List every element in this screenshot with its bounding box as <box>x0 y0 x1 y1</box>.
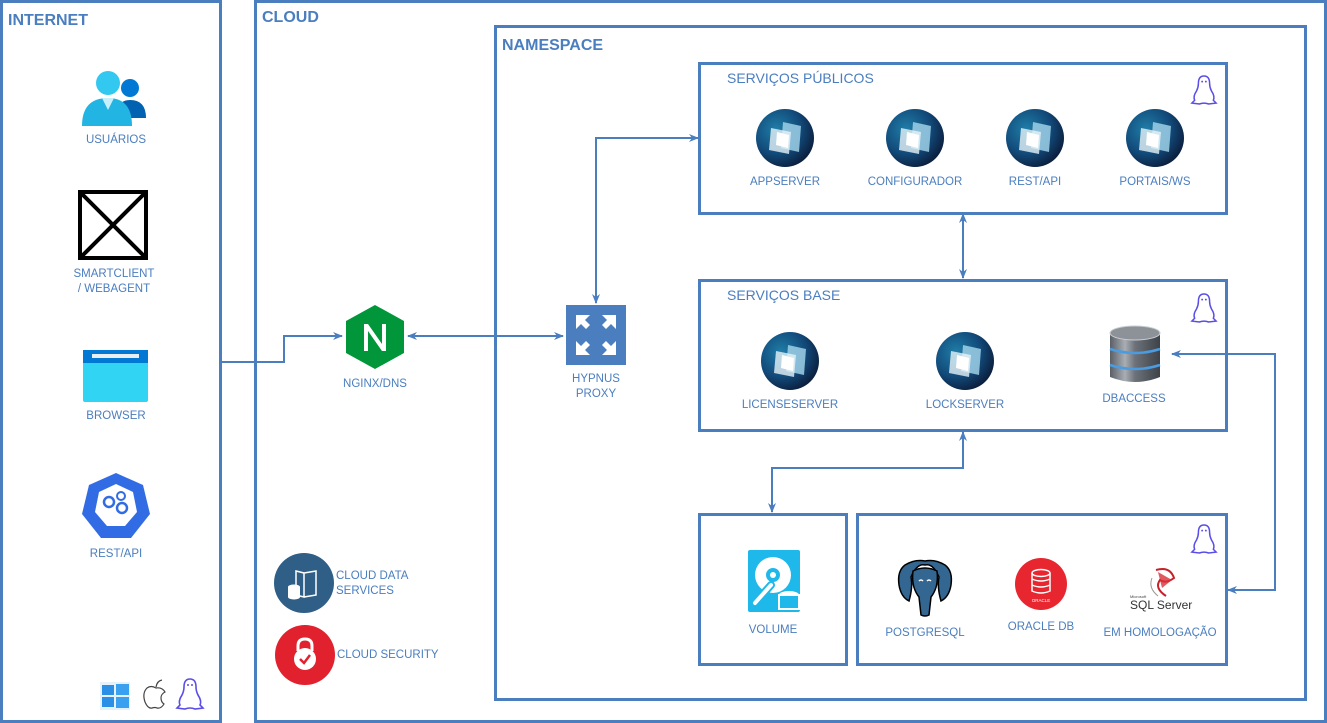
volume-label: VOLUME <box>748 624 798 636</box>
em-homologacao-label: EM HOMOLOGAÇÃO <box>1103 627 1217 639</box>
svg-text:api: api <box>111 517 122 526</box>
volume-panel <box>698 513 848 666</box>
public-service-label: CONFIGURADOR <box>867 176 963 188</box>
cloud-security-label: CLOUD SECURITY <box>337 649 439 661</box>
rest-api-label: REST/API <box>89 548 143 560</box>
totvs-service-icon[interactable] <box>935 331 995 391</box>
namespace-title: NAMESPACE <box>502 37 604 54</box>
linux-icon <box>1190 523 1218 555</box>
databases-panel <box>856 513 1228 666</box>
public-services-panel <box>698 62 1228 215</box>
internet-title: INTERNET <box>8 12 88 29</box>
totvs-service-icon[interactable] <box>755 108 815 168</box>
public-service-label: REST/API <box>1008 176 1062 188</box>
totvs-service-icon[interactable] <box>1125 108 1185 168</box>
cloud-data-services-label-line2: SERVICES <box>336 585 394 597</box>
public-services-title: SERVIÇOS PÚBLICOS <box>727 70 874 86</box>
browser-icon[interactable] <box>83 350 148 402</box>
smartclient-label: SMARTCLIENT / WEBAGENT <box>56 267 172 297</box>
smartclient-label-line1: SMARTCLIENT <box>73 268 155 280</box>
linux-icon <box>1190 292 1218 324</box>
oracle-db-icon[interactable]: ORACLE <box>1014 557 1068 611</box>
placeholder-icon[interactable] <box>78 190 148 260</box>
licenseserver-label: LICENSESERVER <box>741 399 839 411</box>
cloud-panel <box>254 0 1327 723</box>
sql-server-logo-text: SQL Server <box>1130 598 1192 612</box>
apple-icon <box>141 678 171 710</box>
proxy-label-line2: PROXY <box>575 388 617 400</box>
oracle-icon-text: ORACLE <box>1032 598 1051 603</box>
totvs-service-icon[interactable] <box>885 108 945 168</box>
proxy-icon[interactable] <box>566 305 626 365</box>
nginx-icon[interactable] <box>344 304 406 370</box>
users-icon[interactable] <box>80 68 152 126</box>
nginx-label: NGINX/DNS <box>343 378 407 390</box>
proxy-label: HYPNUS PROXY <box>546 372 646 402</box>
linux-icon <box>1190 74 1218 106</box>
cloud-data-services-label-line1: CLOUD DATA <box>336 570 409 582</box>
cloud-security-icon <box>275 625 335 685</box>
public-service-label: APPSERVER <box>749 176 821 188</box>
sql-server-logo-small: Microsoft <box>1130 594 1147 599</box>
totvs-service-icon[interactable] <box>1005 108 1065 168</box>
smartclient-label-line2: / WEBAGENT <box>77 283 151 295</box>
users-label: USUÁRIOS <box>85 134 147 146</box>
linux-icon <box>175 677 205 711</box>
base-services-title: SERVIÇOS BASE <box>727 287 841 303</box>
browser-label: BROWSER <box>86 410 146 422</box>
postgresql-label: POSTGRESQL <box>885 627 965 639</box>
base-services-panel <box>698 279 1228 432</box>
cloud-title: CLOUD <box>262 9 319 26</box>
postgresql-icon[interactable] <box>895 557 955 617</box>
totvs-service-icon[interactable] <box>760 331 820 391</box>
internet-panel <box>0 0 222 723</box>
cloud-data-services-icon <box>274 553 334 613</box>
dbaccess-label: DBACCESS <box>1102 393 1166 405</box>
namespace-panel <box>494 25 1307 701</box>
cloud-data-services-label: CLOUD DATA SERVICES <box>336 569 408 599</box>
api-icon[interactable]: api <box>81 472 151 540</box>
database-icon[interactable] <box>1108 325 1162 385</box>
public-service-label: PORTAIS/WS <box>1119 176 1191 188</box>
windows-icon <box>99 681 131 711</box>
lockserver-label: LOCKSERVER <box>925 399 1005 411</box>
oracle-db-label: ORACLE DB <box>1007 621 1075 633</box>
proxy-label-line1: HYPNUS <box>572 373 620 385</box>
hard-drive-icon[interactable] <box>747 549 801 613</box>
